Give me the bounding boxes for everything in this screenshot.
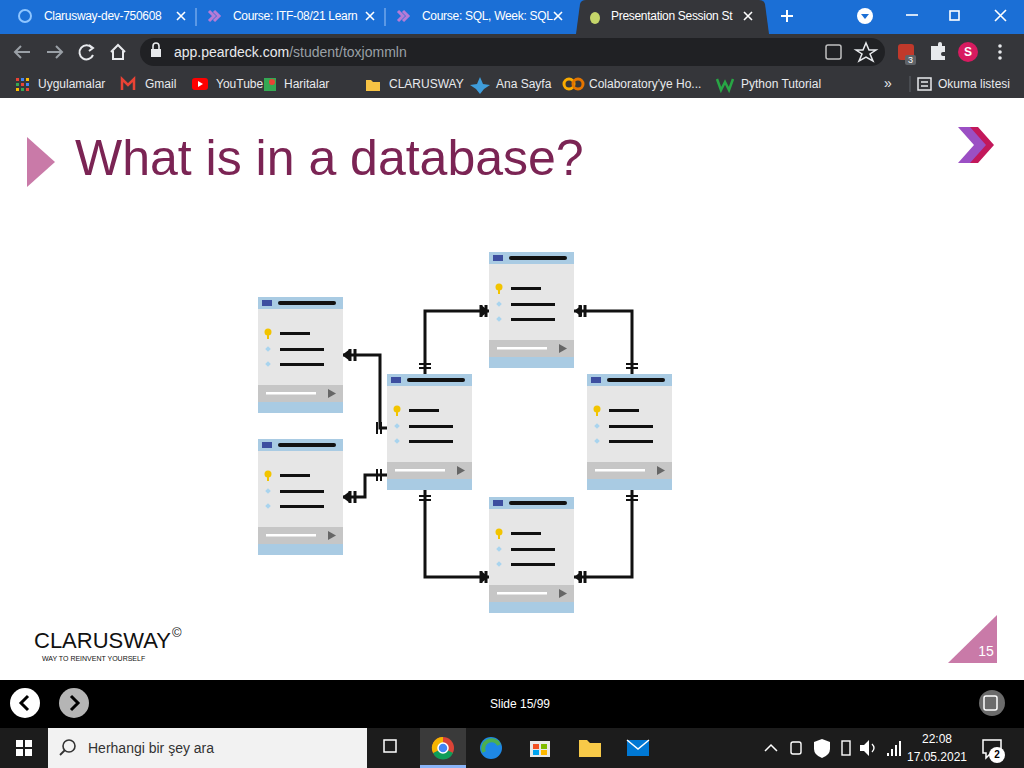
notification-count: 2 (994, 749, 1000, 761)
search-placeholder: Herhangi bir şey ara (88, 740, 214, 757)
url-path: /student/toxjommln (289, 44, 407, 61)
bookmark: CLARUSWAY (389, 77, 464, 91)
tab-title: Course: ITF-08/21 Learn (233, 9, 358, 23)
brand-slogan: WAY TO REINVENT YOURSELF (42, 655, 145, 663)
clock-date: 17.05.2021 (907, 750, 967, 764)
bookmark: Ana Sayfa (496, 77, 551, 91)
bookmark: YouTube (216, 77, 263, 91)
copyright-mark: © (172, 625, 182, 641)
extension-badge: 3 (908, 55, 913, 66)
reading-list: Okuma listesi (938, 77, 1010, 91)
url-host: app.peardeck.com (174, 44, 289, 61)
overflow-chevron: » (884, 75, 892, 92)
slide-number: 15 (978, 643, 994, 660)
bookmark: Colaboratory'ye Ho... (589, 77, 701, 91)
tab-title: Clarusway-dev-750608 (44, 9, 161, 23)
tab-title: Course: SQL, Week: SQL (422, 9, 553, 23)
brand-logo: CLARUSWAY (34, 628, 171, 654)
bookmark: Haritalar (284, 77, 329, 91)
profile-initial: S (964, 45, 972, 59)
bookmark: Uygulamalar (38, 77, 105, 91)
clock-time: 22:08 (922, 732, 952, 746)
bookmark: Python Tutorial (741, 77, 821, 91)
slide-counter: Slide 15/99 (490, 697, 550, 711)
slide-title: What is in a database? (75, 128, 584, 188)
tab-title: Presentation Session St (611, 9, 732, 23)
bookmark: Gmail (145, 77, 176, 91)
